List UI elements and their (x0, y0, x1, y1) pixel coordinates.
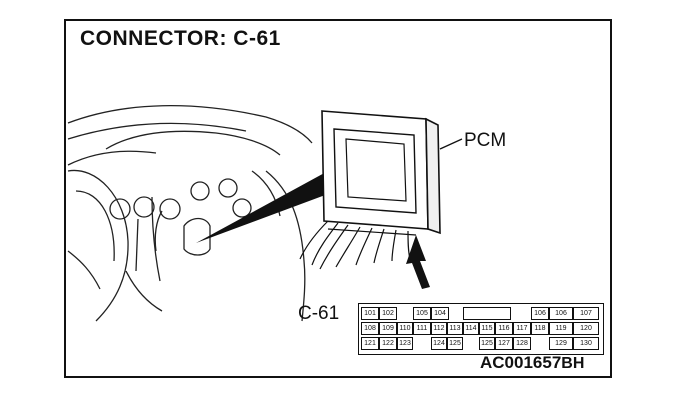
connector-pin: 117 (513, 322, 531, 335)
connector-pin: 102 (379, 307, 397, 320)
connector-pin: 107 (573, 307, 599, 320)
connector-pin: 111 (413, 322, 431, 335)
pcm-label: PCM (464, 130, 507, 151)
connector-pin: 108 (361, 322, 379, 335)
connector-pin: 125 (479, 337, 495, 350)
connector-pin: 125 (447, 337, 463, 350)
connector-pin: 128 (513, 337, 531, 350)
connector-empty-slot (463, 307, 511, 320)
connector-pin: 104 (431, 307, 449, 320)
connector-pin: 118 (531, 322, 549, 335)
connector-pin: 124 (431, 337, 447, 350)
connector-pin: 101 (361, 307, 379, 320)
figure-code: AC001657BH (480, 353, 584, 373)
dashboard-illustration (67, 105, 463, 322)
connector-pin: 127 (495, 337, 513, 350)
connector-pin: 130 (573, 337, 599, 350)
connector-pin: 122 (379, 337, 397, 350)
diagram-frame: CONNECTOR: C-61 (64, 19, 612, 378)
connector-pin: 115 (479, 322, 495, 335)
connector-pin: 119 (549, 322, 573, 335)
connector-pin: 129 (549, 337, 573, 350)
connector-pin: 106 (531, 307, 549, 320)
connector-pin: 123 (397, 337, 413, 350)
figure-code-number: AC001657 (480, 353, 562, 372)
connector-pin: 112 (431, 322, 447, 335)
connector-pin: 120 (573, 322, 599, 335)
connector-pin: 105 (413, 307, 431, 320)
connector-pin: 113 (447, 322, 463, 335)
connector-pin: 106 (549, 307, 573, 320)
diagram-title: CONNECTOR: C-61 (80, 27, 281, 50)
connector-pin: 116 (495, 322, 513, 335)
connector-label: C-61 (298, 303, 340, 324)
connector-pin: 109 (379, 322, 397, 335)
connector-pin: 114 (463, 322, 479, 335)
figure-code-suffix: BH (561, 355, 585, 372)
connector-pin: 110 (397, 322, 413, 335)
connector-pin-layout: 101 102 105 104 106 106 107 108 109 110 … (358, 303, 604, 355)
connector-pin: 121 (361, 337, 379, 350)
